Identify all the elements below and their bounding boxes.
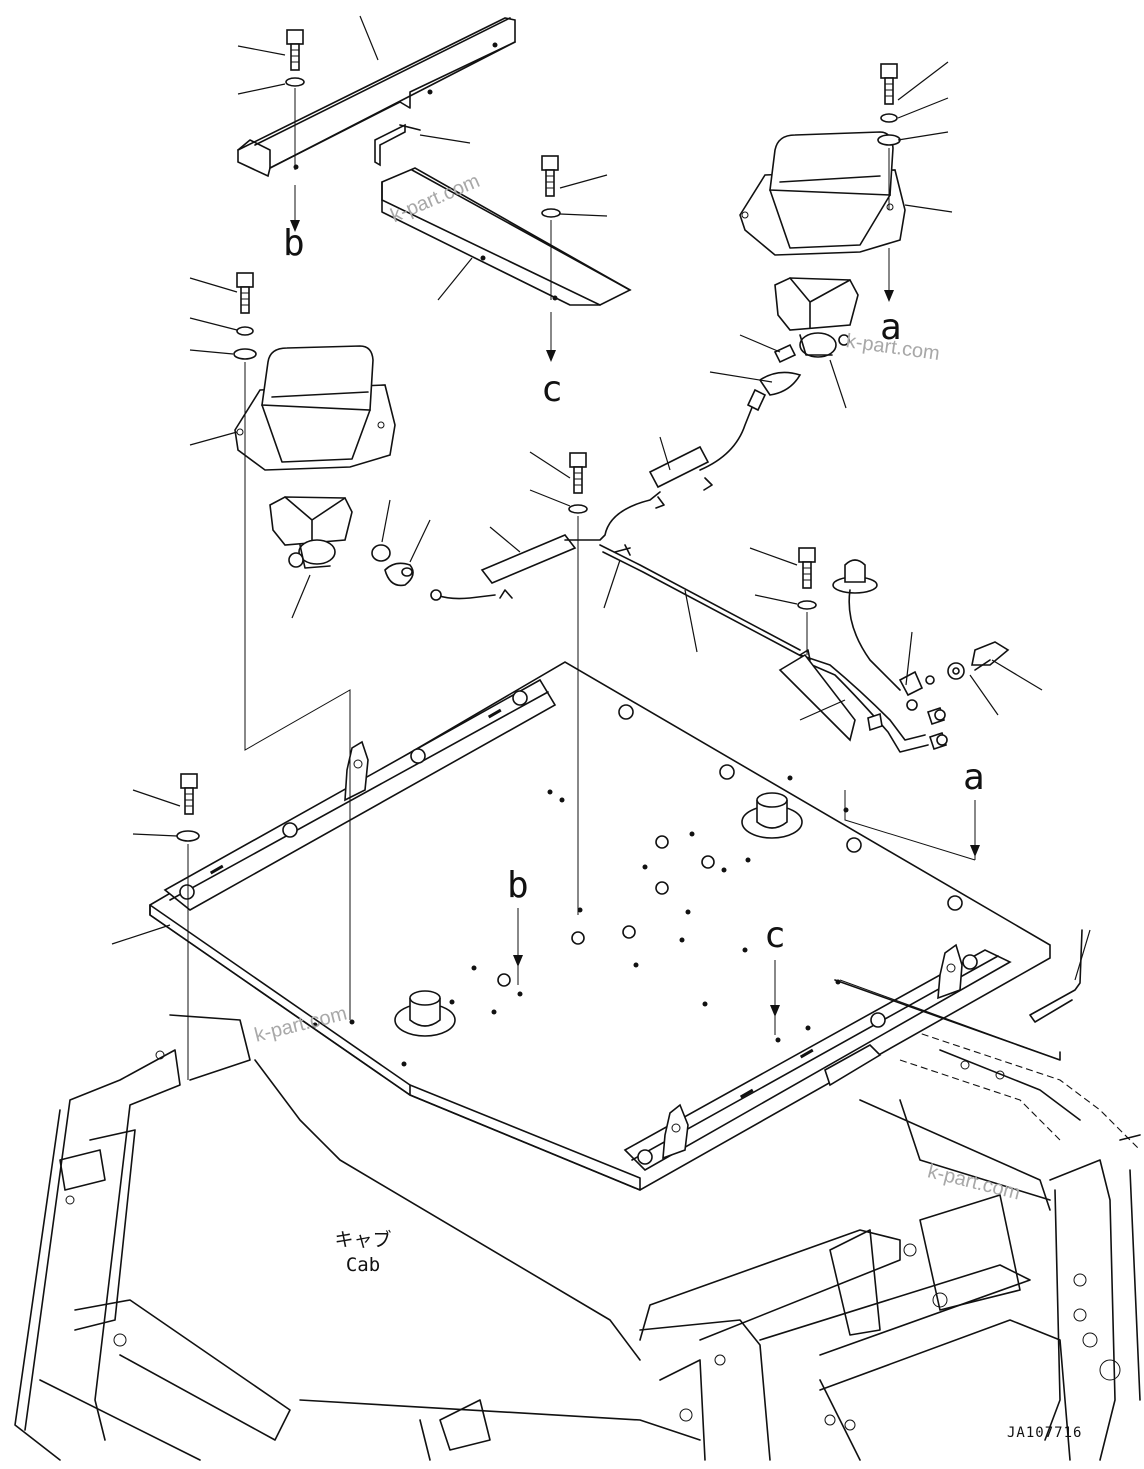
leader-lines [111,15,1091,981]
reference-letter-a-plate: a [963,757,985,798]
center-bracket [381,167,632,306]
wiring-harness [430,343,948,753]
cab-label-japanese: キャブ [334,1229,392,1251]
cab-frame [14,1014,1141,1461]
fasteners [176,29,901,842]
reference-letter-a-top: a [880,307,902,348]
drawing-code: JA107716 [1007,1425,1083,1441]
reference-letter-c-top: c [541,369,563,410]
assembly-lines [187,88,1061,1080]
upper-rear-bracket [237,17,516,178]
right-lamp-unit [774,277,859,358]
switch-connector [832,559,1010,711]
cab-label-english: Cab [345,1253,381,1276]
roof-plate [149,661,1083,1191]
cab-label: キャブ Cab [318,1228,408,1277]
left-lamp-unit [269,496,414,587]
reference-letter-b-top: b [283,223,305,264]
right-lamp-housing [739,131,906,256]
reference-letter-c-plate: c [764,915,786,956]
left-lamp-housing [234,345,396,471]
reference-letter-b-plate: b [507,865,529,906]
